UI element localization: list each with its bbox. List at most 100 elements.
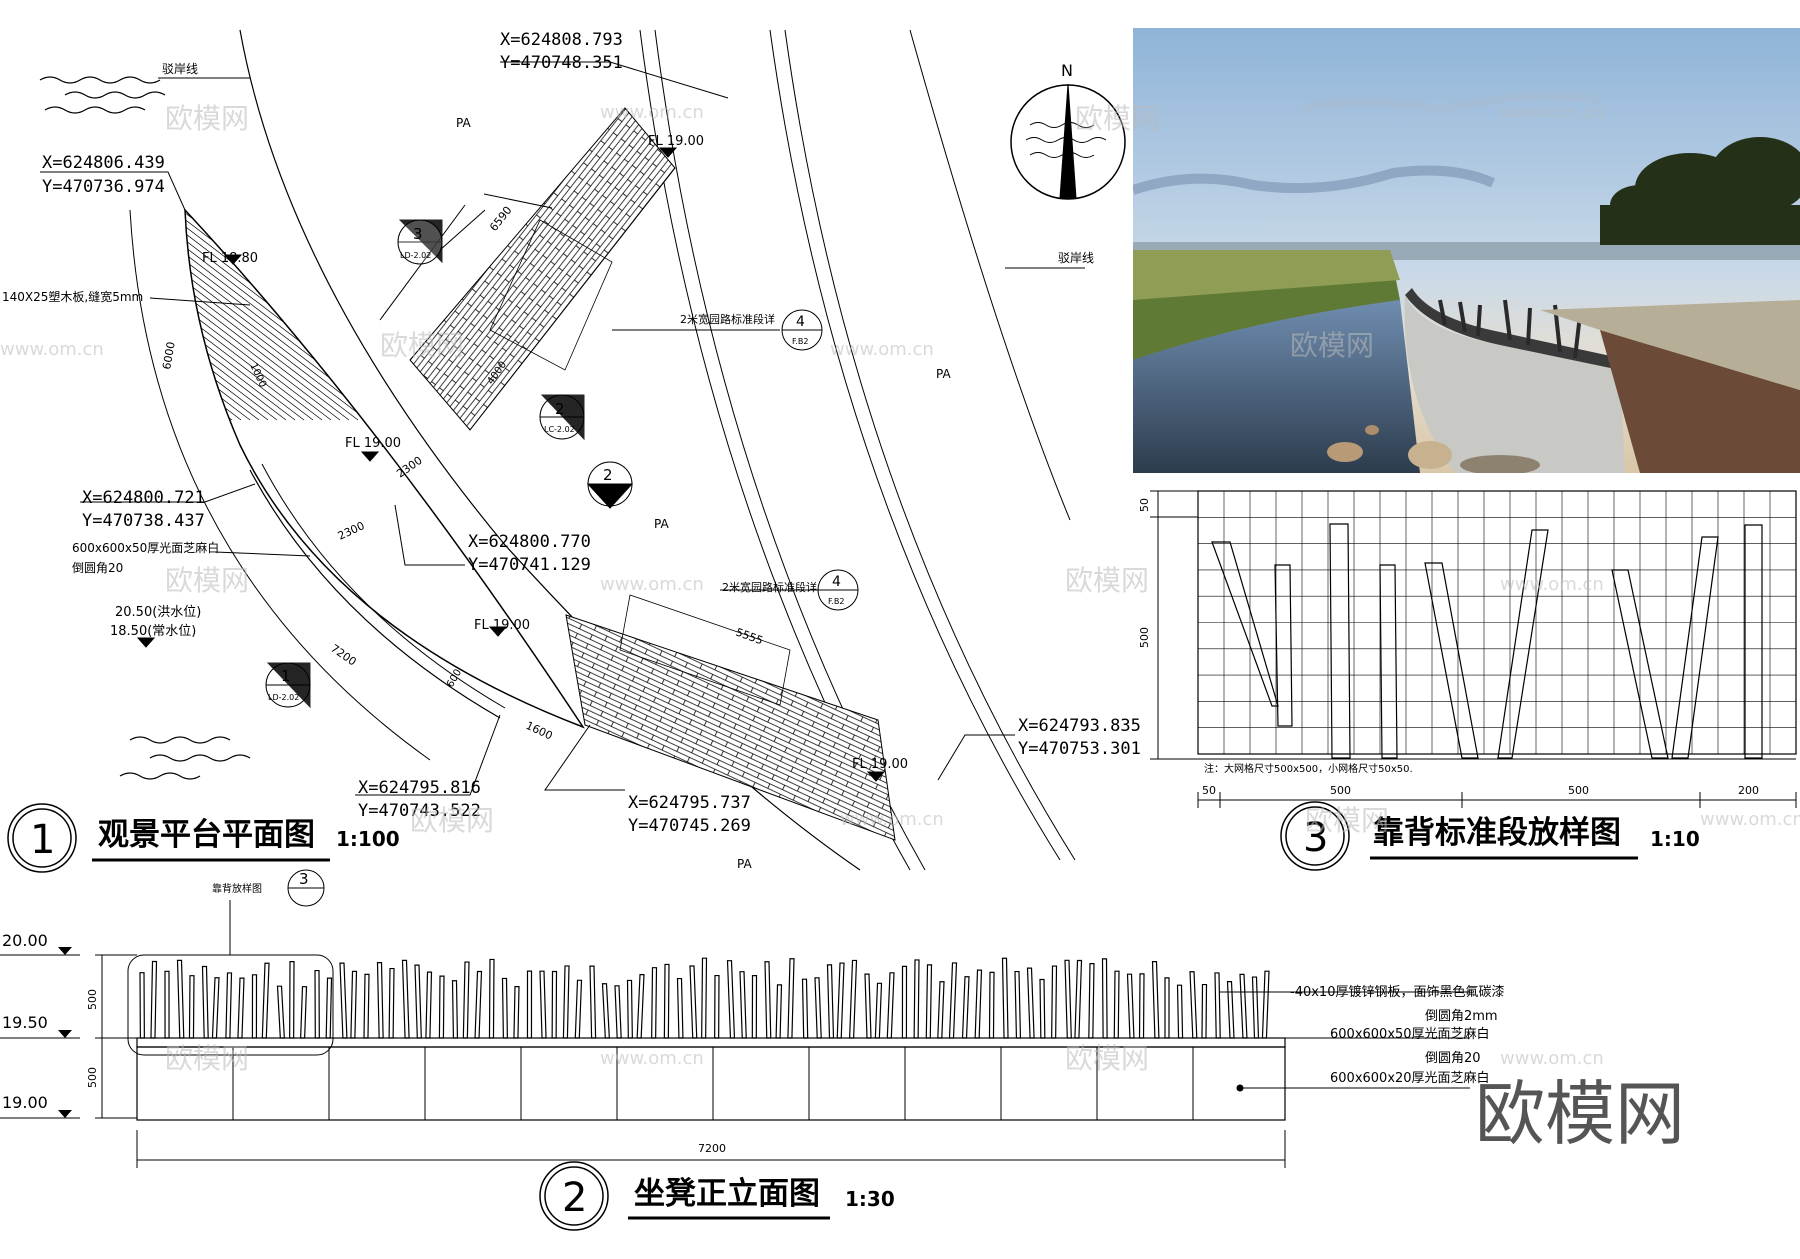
backrest-bar [974,969,983,1039]
watermark-url: www.om.cn [830,339,934,360]
elev-ref-label: 靠背放样图 [212,882,262,895]
backrest-bar [562,965,570,1039]
elev-annot-5: 600x600x20厚光面芝麻白 [1330,1070,1490,1086]
wood-board-line [667,100,1087,420]
backrest-bar [325,977,333,1039]
backrest-bar [513,986,520,1039]
dim-2300b-text: 2300 [336,519,367,543]
backrest-bar [1151,961,1160,1039]
backrest-bar [1039,978,1046,1039]
backrest-bar [314,969,320,1039]
backrest-bar [913,959,920,1039]
coord-3-y: Y=470738.437 [82,511,205,531]
watermark-brand: 欧模网 [1290,329,1374,362]
backrest-bar [1226,981,1235,1039]
wood-board-line [694,100,1114,420]
backrest-bar [1261,970,1270,1039]
backrest-bar [425,971,433,1039]
dim-6590 [379,193,553,321]
watermark-url: www.om.cn [1700,809,1800,830]
dim-6000-text: 6000 [160,341,178,371]
dim-6590-text: 6590 [487,204,514,234]
backrest-bar [1189,971,1198,1039]
backrest-bar [237,977,245,1039]
backrest-bar [1379,564,1398,759]
backrest-bar [636,974,645,1039]
backrest-bar [826,964,835,1039]
backrest-title: 靠背标准段放样图 [1373,815,1621,851]
coord-4-y: Y=470741.129 [468,555,591,575]
backrest-bar [589,965,597,1039]
detail-callout-4a [781,309,823,351]
pa-label-3: PA [654,517,669,531]
backrest-bar [874,982,883,1039]
level-marker [658,147,678,158]
coord-3-x: X=624800.721 [82,488,205,508]
chamfer-label: 倒圆角20 [72,561,123,575]
wood-board-line [757,100,1177,420]
backrest-bar [1164,977,1170,1039]
backrest-bar [614,985,622,1039]
plan-title-num: 1 [30,817,55,863]
bench-curve-inner [261,463,506,709]
wood-board-line [185,210,296,421]
wood-board-line [748,100,1168,420]
coord-6-y: Y=470745.269 [628,816,751,836]
watermark-brand: 欧模网 [165,1042,249,1075]
elev-scale: 1:30 [845,1187,895,1211]
elev-annot-2: 倒圆角2mm [1425,1009,1498,1024]
level-2000: 20.00 [2,931,48,950]
callout-2a-num: 2 [555,400,565,418]
backrest-bar [401,959,410,1039]
elev-dim-500a: 500 [86,989,99,1010]
backrest-bar [1088,962,1095,1039]
path-detail-box-1 [489,219,613,371]
fl-level-1900-b: FL 19.00 [648,134,704,149]
backrest-note: 注：大网格尺寸500x500，小网格尺寸50x50. [1204,762,1413,775]
coord-5-y: Y=470743.522 [358,801,481,821]
callout-4b-ref: F.B2 [828,597,844,606]
backrest-bar [1744,524,1763,759]
backrest-bar [764,961,772,1039]
platform-outline [184,207,585,729]
backrest-dim-b50: 50 [1202,784,1216,797]
backrest-bar [201,965,209,1039]
dim-2300-text: 2300 [394,454,424,481]
callout-3-ref: LD-2.02 [400,251,431,260]
path-detail-box-2 [619,594,791,706]
coord-2-y: Y=470736.974 [42,177,165,197]
backrest-bar [462,961,470,1039]
wood-board-line [676,100,1096,420]
wood-board-line [185,210,287,421]
backrest-bar [651,967,658,1039]
backrest-bar [1671,536,1719,759]
backrest-bar [601,983,610,1039]
plan-text: X=624808.793 Y=470748.351 X=624806.439 Y… [2,30,1141,871]
backrest-bar [1274,564,1293,727]
wood-board-line [185,210,197,421]
backrest-bar [376,962,384,1039]
backrest-bar [1138,973,1145,1039]
dim-7200-text: 7200 [328,642,358,669]
section-callout-2a [539,394,585,441]
backrest-bar [701,957,708,1039]
backrest-bar [836,962,845,1039]
pa-label-4: PA [737,857,752,871]
backrest-bar [539,970,547,1039]
level-marker [360,451,380,462]
backrest-scale: 1:10 [1650,827,1700,851]
backrest-bar [1176,984,1184,1039]
backrest-bar [1239,973,1248,1039]
wood-board-line [185,210,314,421]
backrest-bar [849,959,858,1039]
backrest-bar [988,971,995,1039]
backrest-bar [689,965,698,1039]
plan-title-circle [7,803,77,873]
section-callout-3 [397,219,443,265]
level-marker [488,626,508,637]
fl-level-1900-a: FL 19.00 [345,436,401,451]
backrest-bar [751,975,758,1039]
backrest-dim-b200: 200 [1738,784,1759,797]
callout-1-ref: LD-2.02 [268,693,299,702]
backrest-bar [801,978,809,1039]
